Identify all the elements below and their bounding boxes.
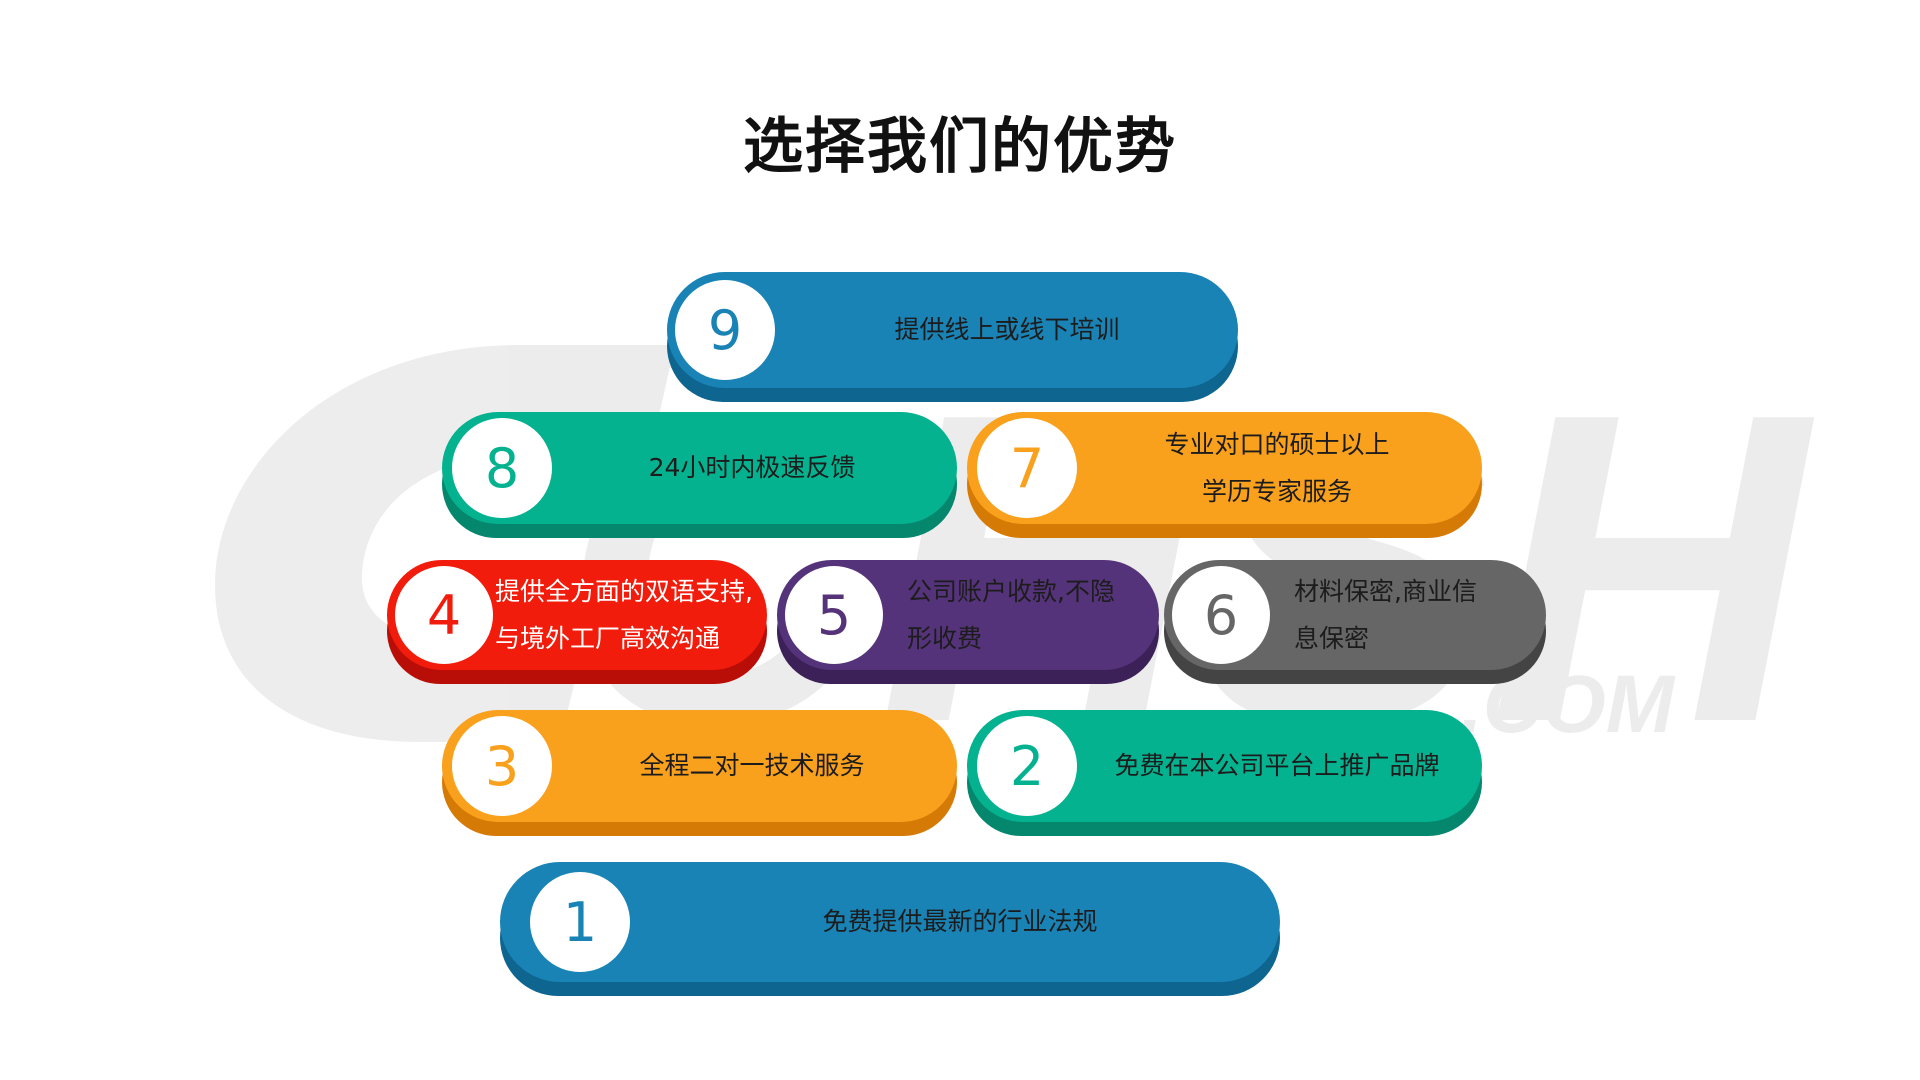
advantage-label: 提供全方面的双语支持, 与境外工厂高效沟通 <box>495 560 763 670</box>
advantage-pill-8: 8 24小时内极速反馈 <box>442 412 957 538</box>
advantage-label-line: 全程二对一技术服务 <box>639 751 865 781</box>
number-badge: 2 <box>977 716 1077 816</box>
pill-face <box>500 862 1280 982</box>
advantage-label: 24小时内极速反馈 <box>562 412 942 524</box>
number-badge: 7 <box>977 418 1077 518</box>
advantage-pill-3: 3 全程二对一技术服务 <box>442 710 957 836</box>
advantage-label: 材料保密,商业信息保密 <box>1294 560 1534 670</box>
advantage-label-line: 提供全方面的双语支持, <box>495 576 753 606</box>
number-badge: 1 <box>530 872 630 972</box>
advantage-label: 公司账户收款,不隐形收费 <box>907 560 1147 670</box>
advantage-label-line: 息保密 <box>1294 624 1370 653</box>
number-badge: 9 <box>675 280 775 380</box>
advantage-label-line: 学历专家服务 <box>1201 477 1352 506</box>
advantage-label-line: 24小时内极速反馈 <box>648 453 856 483</box>
number-badge: 8 <box>452 418 552 518</box>
advantage-pill-9: 9 提供线上或线下培训 <box>667 272 1238 402</box>
advantage-label-line: 专业对口的硕士以上 <box>1164 429 1390 459</box>
number-badge: 5 <box>785 566 883 664</box>
number-badge: 3 <box>452 716 552 816</box>
number-badge: 4 <box>395 566 493 664</box>
advantage-label: 免费在本公司平台上推广品牌 <box>1087 710 1467 822</box>
advantage-label: 专业对口的硕士以上学历专家服务 <box>1087 412 1467 524</box>
advantage-label-line: 与境外工厂高效沟通 <box>495 624 721 653</box>
advantage-label-line: 提供线上或线下培训 <box>894 315 1120 345</box>
advantage-pill-2: 2 免费在本公司平台上推广品牌 <box>967 710 1482 836</box>
advantage-pill-1: 1 免费提供最新的行业法规 <box>500 862 1280 996</box>
advantage-label-line: 免费提供最新的行业法规 <box>822 907 1098 937</box>
advantage-label-line: 免费在本公司平台上推广品牌 <box>1114 751 1440 781</box>
advantage-label: 提供线上或线下培训 <box>797 272 1217 388</box>
advantage-label-line: 形收费 <box>907 624 983 653</box>
advantage-label-line: 公司账户收款,不隐 <box>907 576 1115 606</box>
page-title: 选择我们的优势 <box>743 112 1177 182</box>
advantage-label-line: 材料保密,商业信 <box>1294 576 1477 606</box>
advantage-label: 免费提供最新的行业法规 <box>660 862 1260 982</box>
advantage-label: 全程二对一技术服务 <box>562 710 942 822</box>
number-badge: 6 <box>1172 566 1270 664</box>
